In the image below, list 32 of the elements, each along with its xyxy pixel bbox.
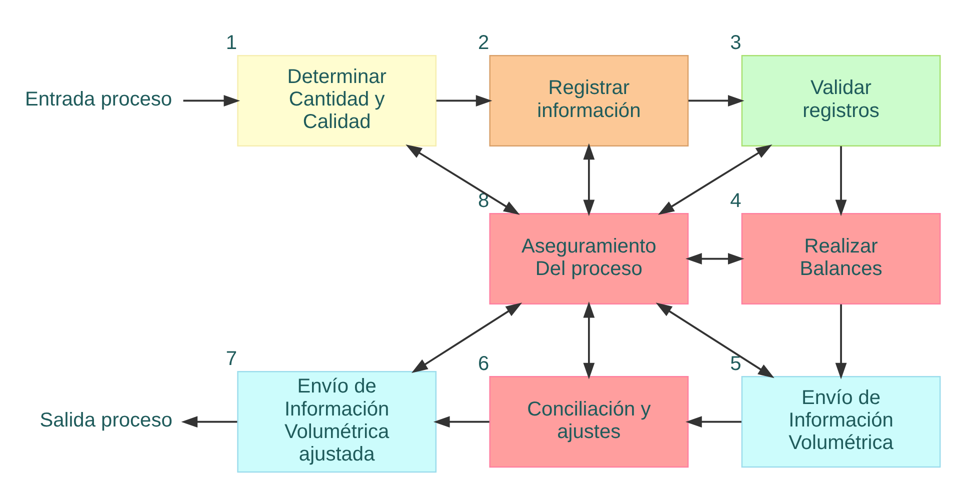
arrow [658,144,772,214]
node-text: Entrada proceso [24,88,172,110]
arrow [411,302,522,373]
node-box: Conciliación y ajustes [489,376,689,468]
arrow [686,416,742,428]
arrow [436,94,492,106]
arrow [433,416,490,428]
arrow [835,304,847,379]
arrow [688,94,744,106]
node-box: Determinar Cantidad y Calidad [237,54,437,146]
arrow [835,146,847,216]
node-box: Envío de Información Volumétrica ajustada [237,370,437,472]
node-label: 7 [226,348,238,370]
node-box: Envío de Información Volumétrica [741,376,941,468]
node-label: 1 [226,32,238,54]
arrow [656,302,774,378]
node-box: Aseguramiento Del proceso [489,212,689,304]
arrow [583,300,595,379]
node-label: 3 [730,32,742,54]
arrow [181,416,238,428]
arrow [406,144,520,214]
arrow [583,142,595,216]
node-box: Validar registros [741,54,941,146]
node-label: 2 [478,32,490,54]
arrow [183,94,240,106]
node-label: 6 [478,352,490,375]
node-text: Salida proceso [40,409,172,432]
node-label: 5 [730,352,742,375]
node-box: Realizar Balances [741,212,941,304]
arrow [686,252,744,264]
node-box: Registrar información [489,54,689,146]
node-label: 4 [730,190,742,212]
